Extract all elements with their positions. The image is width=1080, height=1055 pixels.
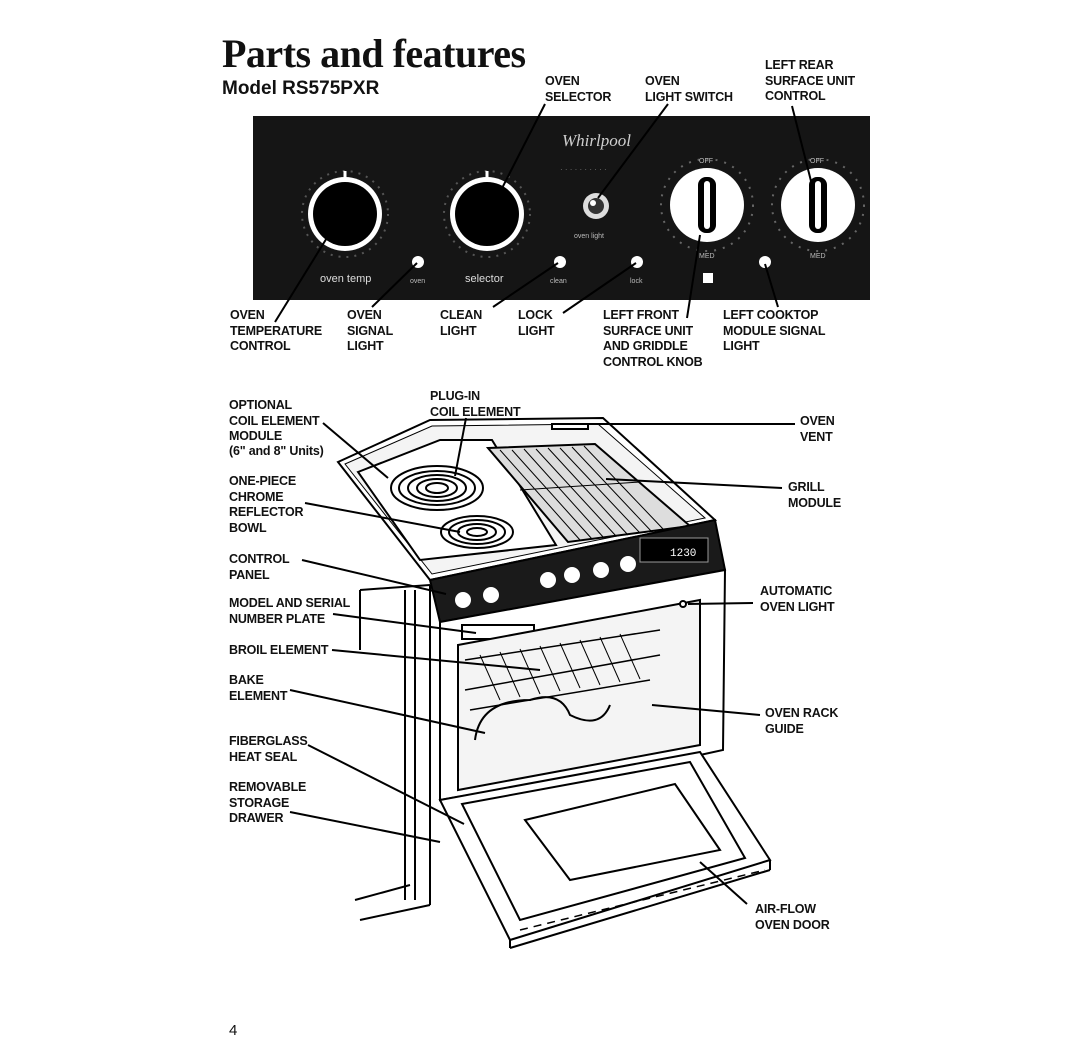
label-broil-element: BROIL ELEMENT: [229, 643, 329, 657]
label-left-front-control: LEFT FRONT SURFACE UNIT AND GRIDDLE CONT…: [603, 308, 703, 369]
svg-text:MED: MED: [810, 253, 826, 260]
oven-selector-dial: [443, 170, 531, 258]
label-automatic-oven-light: AUTOMATIC OVEN LIGHT: [760, 584, 835, 614]
svg-text:MED: MED: [699, 253, 715, 260]
svg-text:lock: lock: [630, 278, 643, 285]
label-plug-in-coil: PLUG-IN COIL ELEMENT: [430, 389, 521, 419]
oven-temp-dial-caption: oven temp: [320, 273, 371, 285]
left-rear-surface-unit-knob: [771, 158, 865, 252]
left-front-surface-unit-knob: [660, 158, 754, 252]
page-title: Parts and features: [222, 31, 526, 76]
label-clean-light: CLEAN LIGHT: [440, 308, 483, 338]
model-number: Model RS575PXR: [222, 78, 380, 99]
svg-text:· · · · · · · · · ·: · · · · · · · · · ·: [560, 165, 607, 174]
label-oven-temp-control: OVEN TEMPERATURE CONTROL: [230, 308, 323, 353]
selector-dial-caption: selector: [465, 273, 504, 285]
large-coil: [390, 465, 484, 511]
label-model-serial-plate: MODEL AND SERIAL NUMBER PLATE: [229, 596, 351, 626]
label-control-panel: CONTROL PANEL: [229, 552, 290, 582]
label-chrome-reflector-bowl: ONE-PIECE CHROME REFLECTOR BOWL: [229, 474, 304, 535]
svg-text:OFF: OFF: [810, 158, 824, 165]
brand-logo: Whirlpool: [562, 131, 631, 150]
oven-temperature-dial: [301, 170, 389, 258]
label-oven-selector: OVEN SELECTOR: [545, 74, 612, 104]
svg-text:clean: clean: [550, 278, 567, 285]
svg-text:OFF: OFF: [699, 158, 713, 165]
label-fiberglass-heat-seal: FIBERGLASS HEAT SEAL: [229, 734, 308, 764]
clock-display: 1230: [670, 548, 696, 560]
label-oven-signal-light: OVEN SIGNAL LIGHT: [347, 308, 394, 353]
label-bake-element: BAKE ELEMENT: [229, 673, 288, 703]
label-lock-light: LOCK LIGHT: [518, 308, 555, 338]
label-oven-vent: OVEN VENT: [800, 414, 835, 444]
small-coil: [440, 515, 514, 549]
left-cooktop-signal-light: [759, 256, 771, 268]
label-left-rear-control: LEFT REAR SURFACE UNIT CONTROL: [765, 58, 855, 103]
oven-light-caption: oven light: [574, 233, 604, 240]
label-optional-coil-module: OPTIONAL COIL ELEMENT MODULE: [229, 398, 320, 443]
label-optional-coil-note: (6" and 8" Units): [229, 444, 324, 458]
label-oven-light-switch: OVEN LIGHT SWITCH: [645, 74, 733, 104]
range-illustration: 1230: [336, 416, 772, 949]
label-air-flow-oven-door: AIR-FLOW OVEN DOOR: [755, 902, 830, 932]
page-number: 4: [229, 1022, 238, 1039]
label-grill-module: GRILL MODULE: [788, 480, 841, 510]
clean-light: [554, 256, 566, 268]
svg-text:oven: oven: [410, 278, 425, 285]
oven-light-switch: [583, 193, 609, 219]
label-left-cooktop-signal: LEFT COOKTOP MODULE SIGNAL LIGHT: [723, 308, 826, 353]
label-removable-storage-drawer: REMOVABLE STORAGE DRAWER: [229, 780, 307, 825]
label-oven-rack-guide: OVEN RACK GUIDE: [765, 706, 839, 736]
